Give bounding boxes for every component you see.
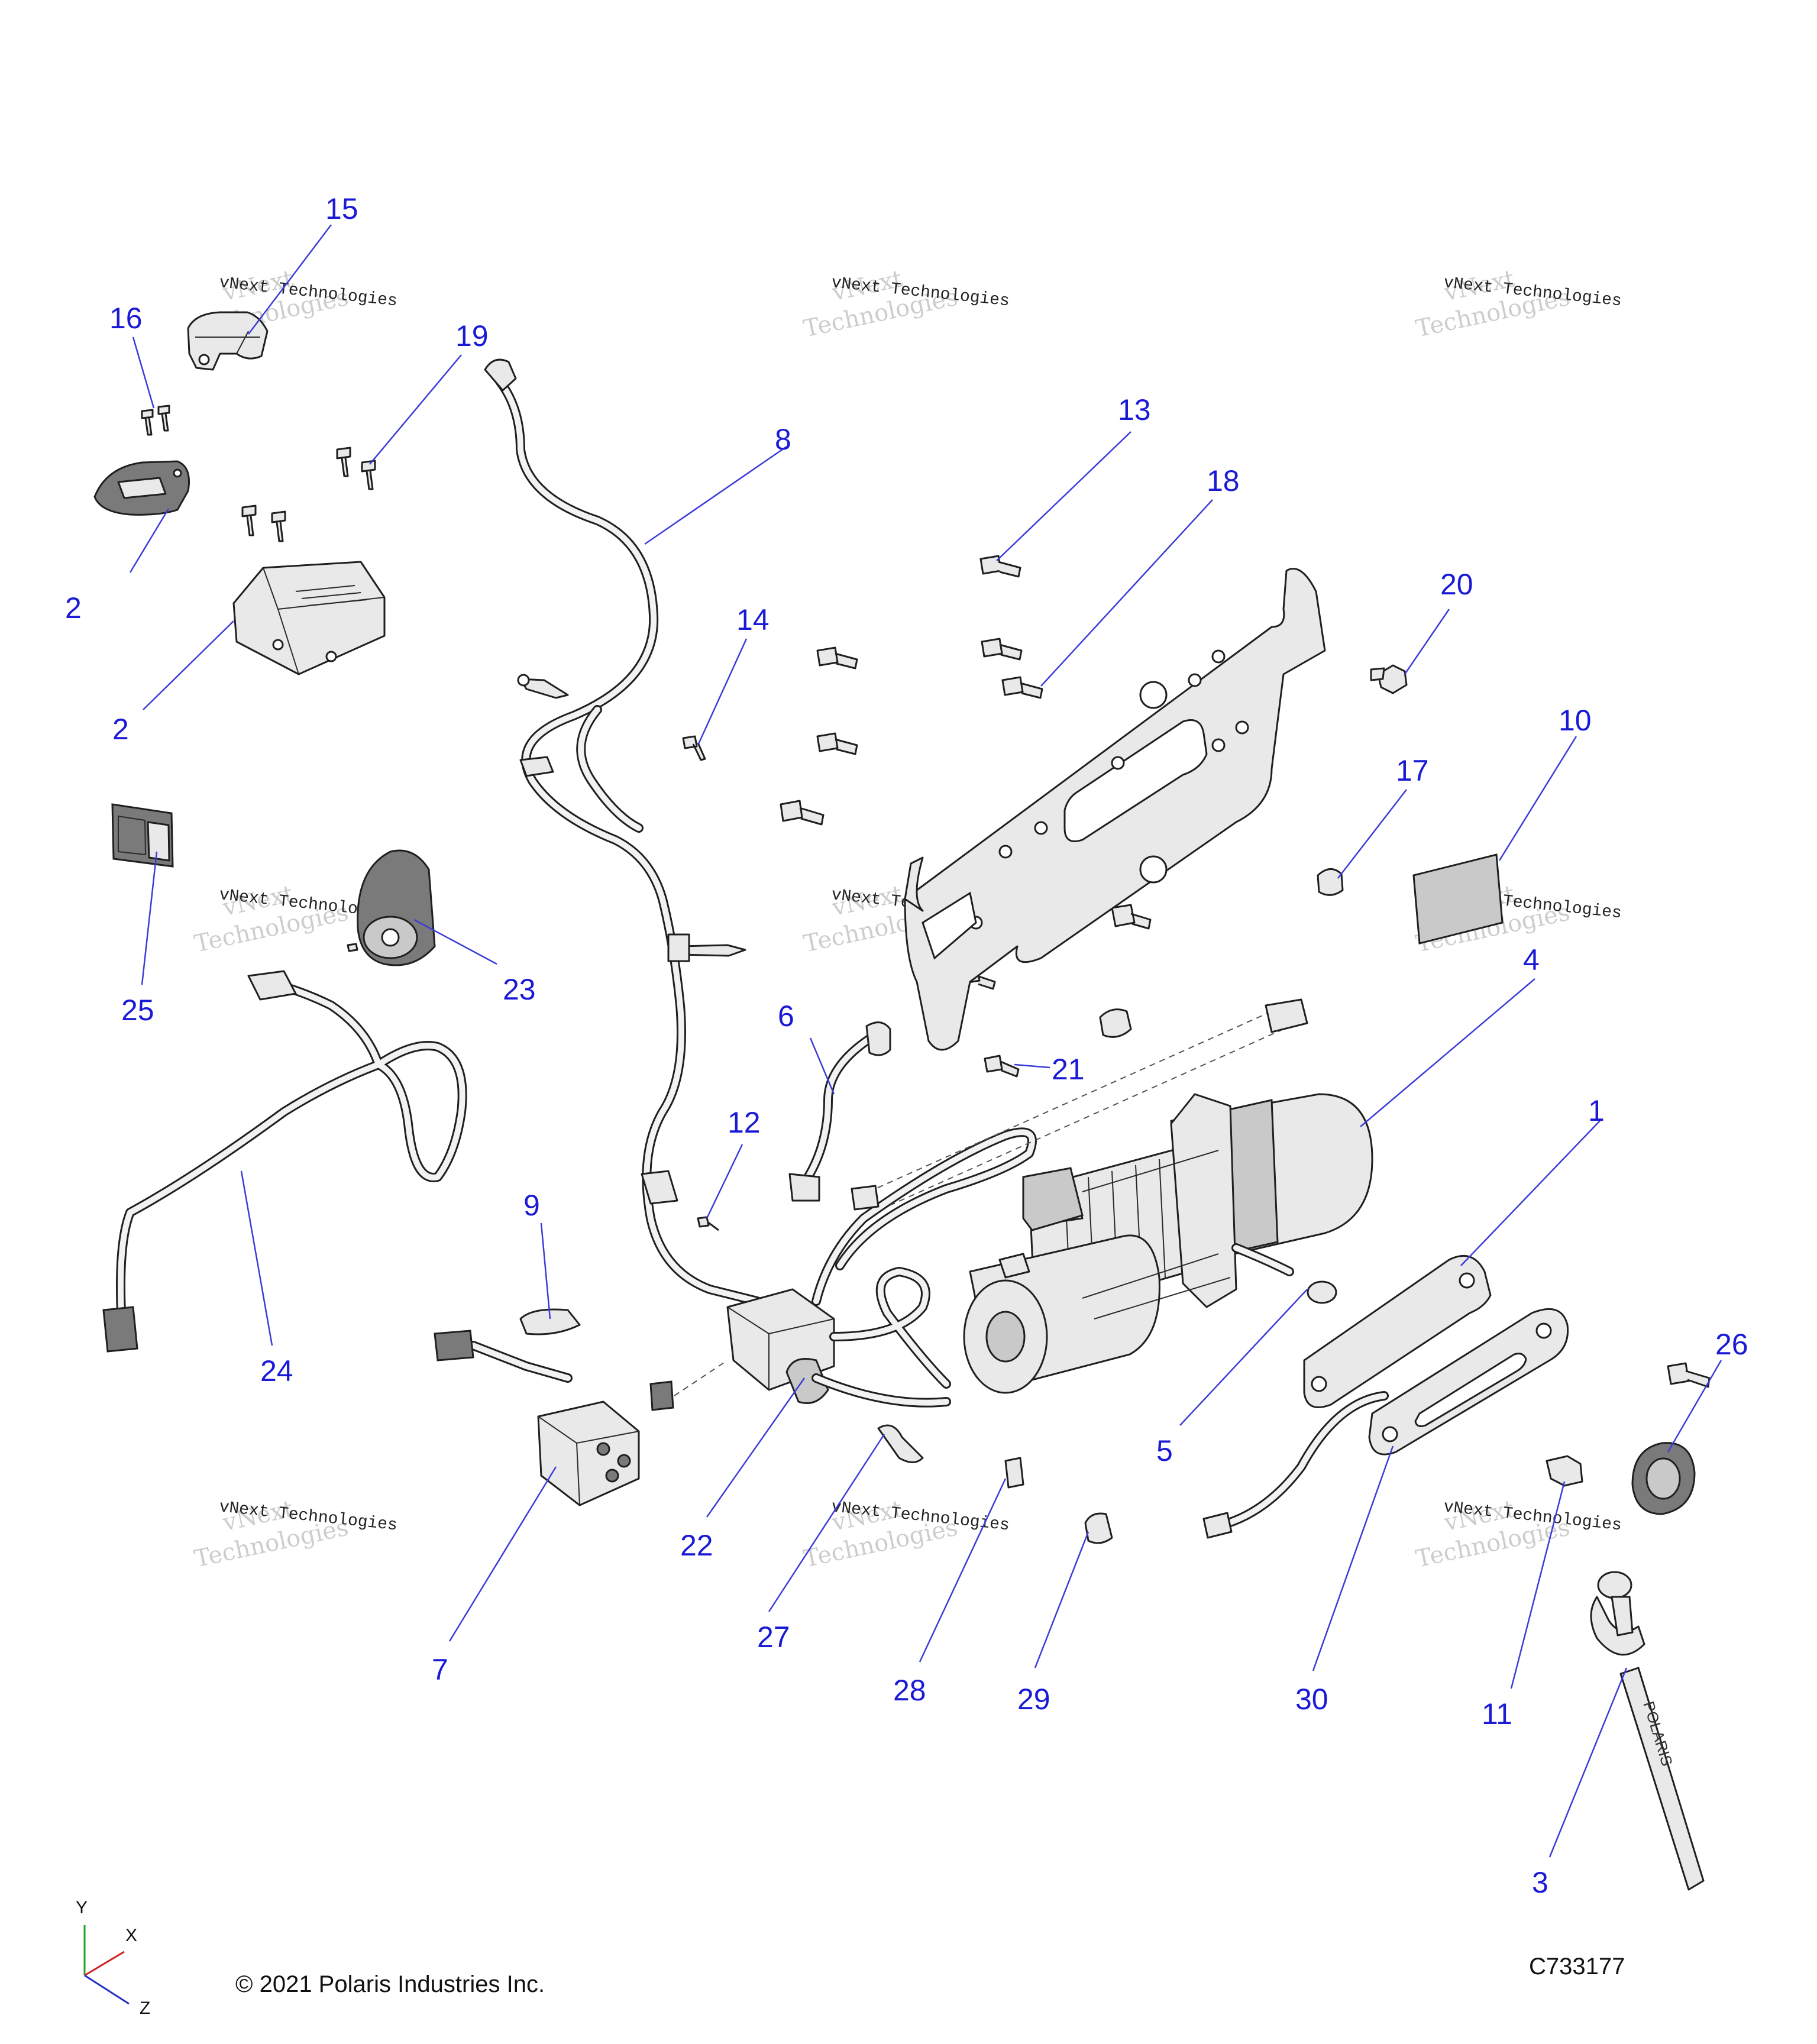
callout-9: 9 [523,1189,540,1222]
callout-29: 29 [1017,1683,1050,1716]
callout-19: 19 [455,319,489,352]
part-17-nut [1317,868,1344,896]
part-13-bolt [979,555,1021,578]
watermark: vNext Technologies [192,1495,351,1573]
part-19-screws [336,447,376,490]
callout-5: 5 [1156,1434,1173,1467]
callout-17: 17 [1396,754,1429,787]
callout-23: 23 [503,973,536,1006]
axis-z-label: Z [140,1998,150,2018]
part-screws [241,504,286,542]
part-11-screw [1546,1455,1583,1487]
part-4-winch [875,998,1373,1394]
part-22-contactor [649,1127,1037,1411]
part-28-clip [1004,1457,1024,1489]
part-23-dial [347,849,436,966]
part-1-bracket [1303,1254,1492,1408]
watermark: vNext Technologies [1414,1495,1573,1573]
part-27-cable-tie [877,1424,924,1463]
callout-22: 22 [680,1529,713,1562]
callout-21: 21 [1052,1053,1085,1086]
drawing-number: C733177 [1529,1954,1625,1980]
part-2-control-module [232,561,386,675]
part-30-fairlead [1202,1308,1569,1539]
callout-24: 24 [260,1354,293,1388]
axis-x-label: X [125,1926,137,1945]
callout-3: 3 [1532,1866,1548,1899]
callout-11: 11 [1482,1697,1512,1731]
part-21-bolt [984,1055,1020,1078]
part-26-collar [1631,1362,1711,1515]
callout-27: 27 [757,1621,790,1654]
callout-18: 18 [1207,464,1240,497]
callout-20: 20 [1440,568,1473,601]
copyright-text: © 2021 Polaris Industries Inc. [235,1971,545,1997]
part-5-lead [1231,1243,1337,1304]
callout-8: 8 [775,423,791,456]
part-16-screws [141,405,170,436]
callout-30: 30 [1295,1683,1328,1716]
callout-13: 13 [1118,393,1151,426]
watermark: vNext Technologies [801,1495,961,1573]
part-12-pin [697,1216,719,1231]
callout-4: 4 [1523,943,1540,976]
callout-14: 14 [736,603,770,636]
callout-28: 28 [893,1674,926,1707]
part-24-wire-harness [102,970,467,1353]
callout-12: 12 [728,1106,761,1139]
callout-7: 7 [432,1653,448,1686]
callout-6: 6 [778,1000,794,1033]
callout-16: 16 [109,302,143,335]
part-9-clamp [519,1308,581,1335]
part-7-solenoid [434,1330,640,1506]
part-29-clip [1084,1512,1113,1544]
part-14-pin [682,735,706,761]
part-2-remote [93,460,190,516]
part-mounting-plate [904,568,1326,1051]
callout-26: 26 [1715,1328,1748,1361]
callout-1: 1 [1588,1094,1605,1127]
callout-2: 2 [112,713,129,746]
part-20-nut [1370,664,1408,694]
callout-10: 10 [1559,704,1592,737]
callout-25: 25 [121,994,154,1027]
axis-y-label: Y [76,1898,88,1917]
part-6-cable [788,1021,891,1202]
part-25-rocker-switch [111,803,174,868]
part-3-hook-strap: POLARIS [1590,1571,1705,1891]
part-15-bracket [187,311,269,371]
part-8-battery-cable [484,358,762,1306]
part-10-decal [1412,853,1504,945]
axis-triad: Y X Z [76,1898,150,2018]
callout-15: 15 [325,192,358,225]
leader-lines [129,224,1722,1858]
callout-2: 2 [65,591,82,625]
callouts: 1 2 2 3 4 5 6 7 8 9 10 11 12 13 14 15 16… [65,192,1748,1899]
